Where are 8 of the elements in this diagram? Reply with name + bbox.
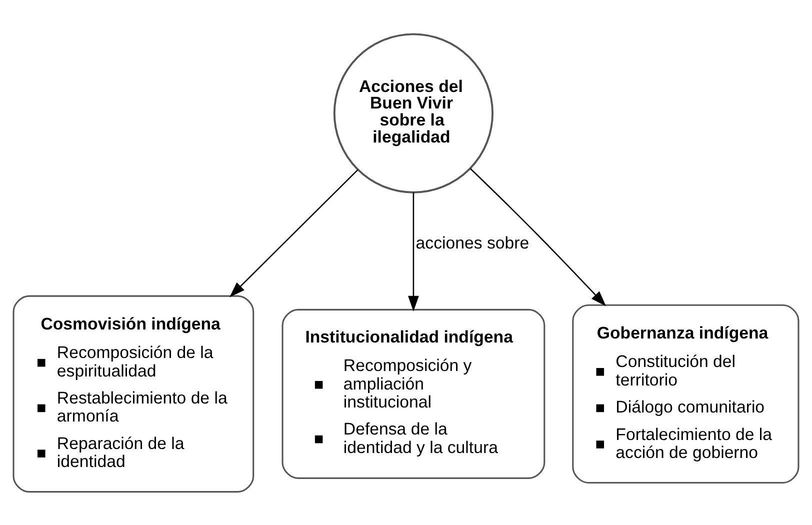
node-box: Cosmovisión indígena Recomposición de la espiritualidad Restablecimiento de la armonía Reparación de la identidad (12, 294, 254, 492)
arrow (470, 168, 606, 306)
arrow (230, 168, 358, 297)
node-box: Institucionalidad indígena Recomposición y ampliación institucional Defensa de la identidad y la cultura (282, 308, 546, 478)
edge-label: acciones sobre (416, 233, 530, 252)
arrow (408, 192, 419, 311)
node-box: Gobernanza indígena Constitución del territorio Diálogo comunitario Fortalecimiento de la acción de gobierno (572, 304, 800, 484)
node-circle: Acciones del Buen Vivir sobre la ilegalidad (333, 32, 494, 193)
